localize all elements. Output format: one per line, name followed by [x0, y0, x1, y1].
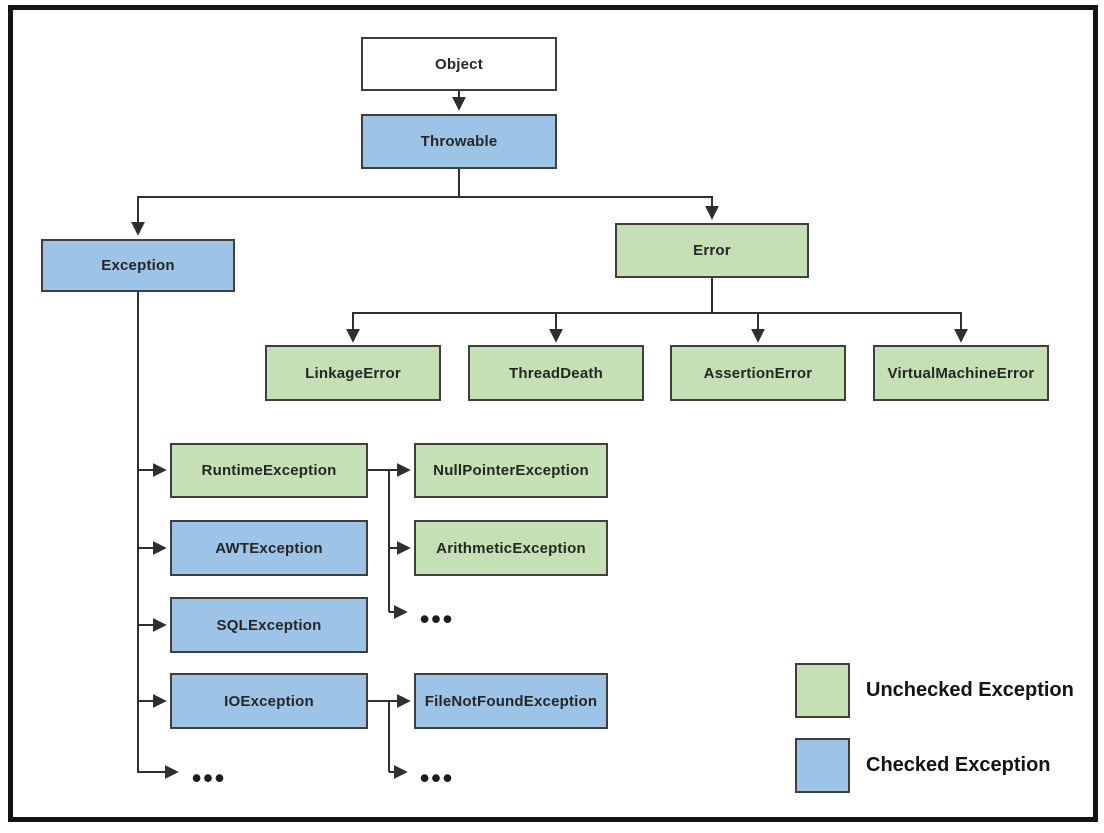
node-thread-death: ThreadDeath — [468, 345, 644, 401]
ellipsis-io-more: ••• — [419, 763, 455, 793]
node-arithmetic-exception: ArithmeticException — [414, 520, 608, 576]
legend-unchecked-swatch — [795, 663, 850, 718]
legend-checked-label: Checked Exception — [866, 754, 1051, 776]
node-null-pointer-exception: NullPointerException — [414, 443, 608, 498]
node-awt-exception: AWTException — [170, 520, 368, 576]
node-error: Error — [615, 223, 809, 278]
node-linkage-error: LinkageError — [265, 345, 441, 401]
node-exception: Exception — [41, 239, 235, 292]
node-virtual-machine-error: VirtualMachineError — [873, 345, 1049, 401]
ellipsis-runtime-more: ••• — [419, 604, 455, 634]
node-assertion-error: AssertionError — [670, 345, 846, 401]
diagram-frame — [8, 5, 1098, 822]
node-io-exception: IOException — [170, 673, 368, 729]
node-object: Object — [361, 37, 557, 91]
node-sql-exception: SQLException — [170, 597, 368, 653]
legend-checked-swatch — [795, 738, 850, 793]
ellipsis-exception-more: ••• — [191, 763, 227, 793]
node-runtime-exception: RuntimeException — [170, 443, 368, 498]
node-throwable: Throwable — [361, 114, 557, 169]
legend-unchecked-label: Unchecked Exception — [866, 679, 1074, 701]
node-file-not-found-exception: FileNotFoundException — [414, 673, 608, 729]
